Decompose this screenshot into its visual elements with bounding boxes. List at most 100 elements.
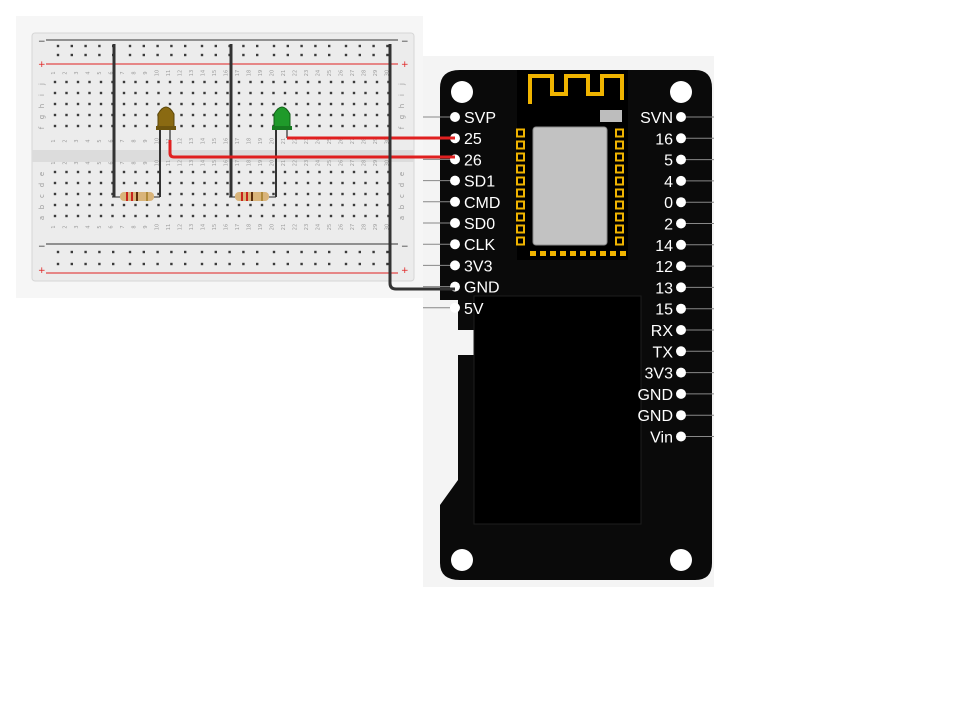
hole <box>249 91 252 95</box>
hole <box>214 91 218 95</box>
hole <box>145 102 149 106</box>
hole <box>145 91 149 95</box>
hole <box>88 192 91 196</box>
rail-hole <box>372 262 375 266</box>
hole <box>375 181 379 185</box>
pin-label: SD1 <box>464 174 495 191</box>
pin-pad <box>450 239 460 250</box>
hole <box>352 124 356 128</box>
hole <box>364 170 367 174</box>
hole <box>191 113 195 117</box>
hole <box>306 192 310 196</box>
hole <box>111 203 114 207</box>
rail-hole <box>214 44 217 48</box>
column-label: 15 <box>212 138 218 144</box>
rail-hole <box>358 250 361 254</box>
hole <box>203 124 206 128</box>
hole <box>352 113 356 117</box>
hole <box>364 203 367 207</box>
column-label: 3 <box>74 139 80 142</box>
rail-hole <box>184 53 187 57</box>
hole <box>180 113 183 117</box>
hole <box>65 113 68 117</box>
rail-hole <box>256 250 259 254</box>
pin-label: 3V3 <box>464 258 493 275</box>
rail-hole <box>328 262 331 266</box>
module-pad <box>580 251 586 256</box>
hole <box>168 192 172 196</box>
hole <box>53 91 57 95</box>
module-pad <box>516 164 525 174</box>
hole <box>76 181 80 185</box>
rail-hole <box>328 250 331 254</box>
hole <box>65 192 68 196</box>
column-label: 19 <box>258 160 264 166</box>
hole <box>65 203 68 207</box>
row-label: j <box>38 83 46 86</box>
rail-hole <box>256 44 259 48</box>
hole <box>76 113 80 117</box>
pin-pad <box>676 346 686 357</box>
wire-gpio26 <box>168 140 455 159</box>
rail-hole <box>272 262 276 266</box>
rail-hole <box>314 262 317 266</box>
column-label: 18 <box>247 224 253 230</box>
column-label: 25 <box>327 224 333 230</box>
hole <box>352 80 356 84</box>
rail-hole <box>242 53 245 57</box>
module-pad <box>530 251 536 256</box>
hole <box>352 192 356 196</box>
rail-hole <box>170 53 173 57</box>
column-label: 28 <box>362 138 368 144</box>
hole <box>295 214 298 218</box>
rail-hole <box>344 250 348 254</box>
hole <box>76 124 80 128</box>
rail-hole <box>242 250 245 254</box>
hole <box>318 192 321 196</box>
module-pad <box>615 224 624 234</box>
rail-hole <box>358 262 361 266</box>
column-label: 12 <box>178 70 184 76</box>
column-label: 6 <box>109 139 115 142</box>
hole <box>180 80 183 84</box>
hole <box>53 113 57 117</box>
hole <box>295 170 298 174</box>
hole <box>226 113 229 117</box>
hole <box>283 192 287 196</box>
rail-hole <box>214 53 217 57</box>
hole <box>364 113 367 117</box>
hole <box>203 214 206 218</box>
hole <box>318 80 321 84</box>
hole <box>53 192 57 196</box>
module-pad <box>516 152 525 162</box>
rail-hole <box>242 262 245 266</box>
column-label: 22 <box>293 138 299 144</box>
column-label: 2 <box>63 161 69 164</box>
column-label: 3 <box>74 71 80 74</box>
hole <box>318 113 321 117</box>
rail-hole <box>156 53 159 57</box>
column-label: 5 <box>97 71 103 74</box>
hole <box>272 91 275 95</box>
column-label: 5 <box>97 225 103 228</box>
hole <box>226 170 229 174</box>
column-label: 10 <box>155 224 161 230</box>
column-label: 9 <box>143 225 149 228</box>
hole <box>341 181 344 185</box>
column-label: 6 <box>109 71 115 74</box>
column-label: 27 <box>350 138 356 144</box>
module-pad <box>516 176 525 186</box>
rail-hole <box>314 44 317 48</box>
hole <box>88 181 91 185</box>
hole <box>283 91 287 95</box>
oled-display <box>473 295 642 525</box>
column-label: 12 <box>178 138 184 144</box>
rail-hole <box>286 262 289 266</box>
wire-gnd <box>388 44 455 291</box>
rail-hole <box>56 44 60 48</box>
hole <box>191 192 195 196</box>
rail-hole <box>386 53 389 57</box>
column-label: 11 <box>166 160 172 166</box>
